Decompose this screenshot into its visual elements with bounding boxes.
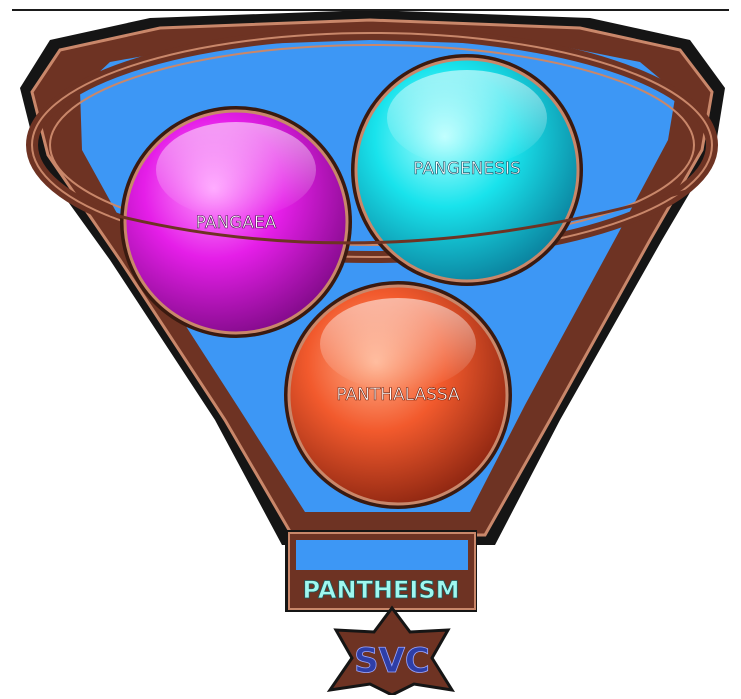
bubble-pangaea: PANGAEA <box>120 106 352 338</box>
bubble-pangaea-label: PANGAEA <box>196 213 277 233</box>
bubble-panthalassa-label: PANTHALASSA <box>336 385 460 405</box>
bubble-pangenesis-label: PANGENESIS <box>413 159 520 179</box>
outlet-label: PANTHEISM <box>303 576 460 604</box>
bubble-panthalassa: PANTHALASSA <box>284 281 512 509</box>
badge-text: SVC <box>354 641 430 681</box>
top-divider-line <box>12 9 729 11</box>
funnel-outlet: PANTHEISM <box>285 530 477 612</box>
svc-badge: SVC <box>330 608 452 695</box>
bubble-pangenesis: PANGENESIS <box>351 54 583 286</box>
